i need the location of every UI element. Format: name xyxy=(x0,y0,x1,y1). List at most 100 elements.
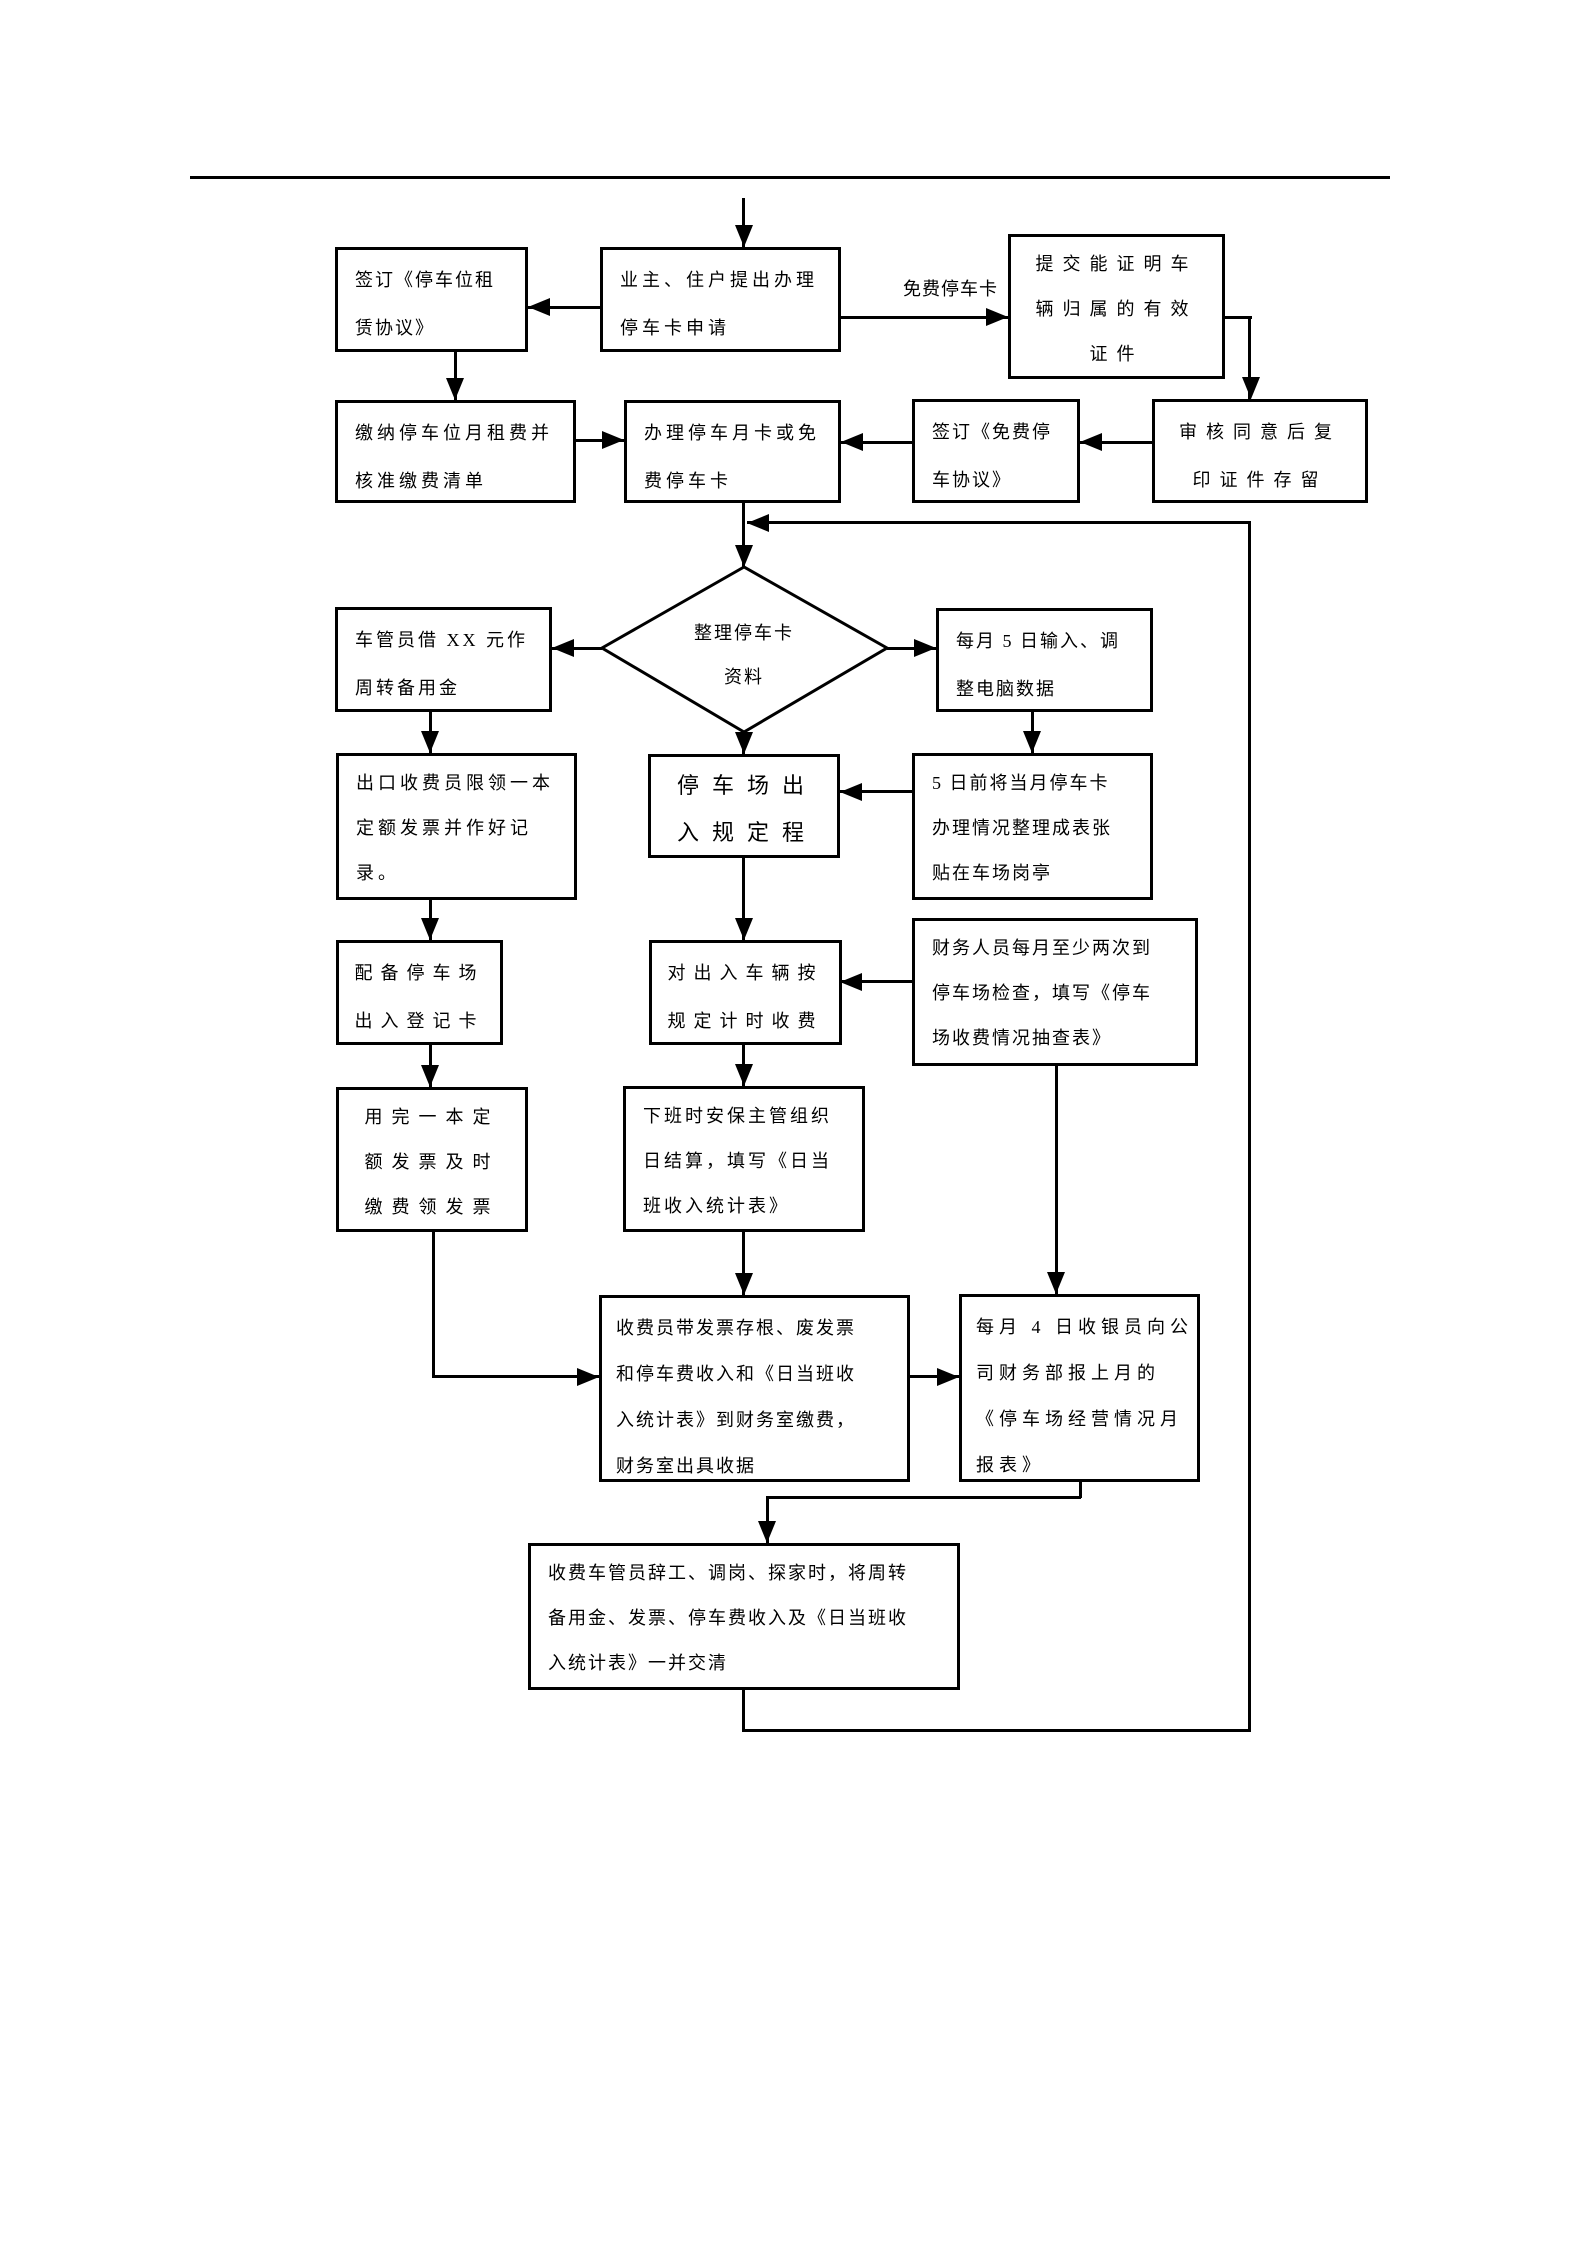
node-inout-rules: 停车场出 入规定程 xyxy=(648,754,840,858)
connector-line xyxy=(552,647,602,650)
node-text-line: 提交能证明车 xyxy=(1035,254,1198,274)
node-handover-on-leave: 收费车管员辞工、调岗、探家时，将周转 备用金、发票、停车费收入及《日当班收 入统… xyxy=(528,1543,960,1690)
node-text-line: 出入登记卡 xyxy=(354,1011,485,1031)
node-text-line: 赁协议》 xyxy=(355,318,435,338)
connector-line xyxy=(840,980,912,983)
node-text-line: 车管员借 XX 元作 xyxy=(355,630,528,650)
node-renew-invoice: 用完一本定 额发票及时 缴费领发票 xyxy=(336,1087,528,1232)
decision-text-line: 资料 xyxy=(724,667,764,687)
connector-line xyxy=(454,352,457,400)
node-text-line: 审核同意后复 xyxy=(1179,422,1341,442)
connector-line xyxy=(742,1232,745,1295)
node-submit-to-finance: 收费员带发票存根、废发票 和停车费收入和《日当班收 入统计表》到财务室缴费， 财… xyxy=(599,1295,910,1482)
decision-diamond xyxy=(599,565,891,734)
node-text-line: 辆归属的有效 xyxy=(1035,299,1198,319)
node-handle-card: 办理停车月卡或免 费停车卡 xyxy=(624,400,841,503)
connector-line xyxy=(432,1232,435,1378)
arrowhead-icon xyxy=(1080,433,1102,451)
node-monthly-input-data: 每月 5 日输入、调 整电脑数据 xyxy=(936,608,1153,712)
node-text-line: 费停车卡 xyxy=(644,471,732,491)
arrowhead-icon xyxy=(577,1368,599,1386)
node-review-and-copy: 审核同意后复 印证件存留 xyxy=(1152,399,1368,503)
node-sign-rental-agreement: 签订《停车位租 赁协议》 xyxy=(335,247,528,352)
node-text-line: 财务人员每月至少两次到 xyxy=(932,938,1152,958)
node-text-line: 额发票及时 xyxy=(364,1152,500,1172)
node-text-line: 入规定程 xyxy=(676,820,817,845)
node-text-line: 周转备用金 xyxy=(355,678,460,698)
feedback-line xyxy=(742,1689,745,1731)
node-text-line: 每月 5 日输入、调 xyxy=(956,631,1120,651)
arrowhead-icon xyxy=(1242,377,1260,399)
node-text-line: 核准缴费清单 xyxy=(355,471,487,491)
arrowhead-icon xyxy=(446,378,464,400)
node-text-line: 签订《免费停 xyxy=(932,422,1052,442)
arrowhead-icon xyxy=(421,731,439,753)
connector-line xyxy=(1079,1482,1082,1498)
connector-line xyxy=(1225,316,1252,319)
arrowhead-icon xyxy=(735,732,753,754)
node-text-line: 签订《停车位租 xyxy=(355,270,495,290)
node-text-line: 场收费情况抽查表》 xyxy=(932,1028,1112,1048)
node-text-line: 停车场检查，填写《停车 xyxy=(932,983,1152,1003)
node-text-line: 停车卡申请 xyxy=(620,318,730,338)
page-top-rule xyxy=(190,176,1390,179)
connector-line xyxy=(432,1375,599,1378)
arrowhead-icon xyxy=(602,431,624,449)
arrowhead-icon xyxy=(840,783,862,801)
arrowhead-icon xyxy=(735,225,753,247)
connector-line xyxy=(742,198,745,247)
node-submit-proof: 提交能证明车 辆归属的有效 证件 xyxy=(1008,234,1225,379)
node-text-line: 缴费领发票 xyxy=(364,1197,500,1217)
node-post-table-before-5th: 5 日前将当月停车卡 办理情况整理成表张 贴在车场岗亭 xyxy=(912,753,1153,900)
node-text-line: 用完一本定 xyxy=(364,1107,500,1127)
node-text-line: 整电脑数据 xyxy=(956,679,1056,699)
node-text-line: 录。 xyxy=(356,863,400,883)
arrowhead-icon xyxy=(986,308,1008,326)
arrowhead-icon xyxy=(735,1273,753,1295)
node-pay-monthly-fee: 缴纳停车位月租费并 核准缴费清单 xyxy=(335,400,576,503)
arrowhead-icon xyxy=(840,973,862,991)
arrowhead-icon xyxy=(735,918,753,940)
node-text-line: 《停车场经营情况月 xyxy=(976,1409,1183,1429)
node-text-line: 定额发票并作好记 xyxy=(356,818,532,838)
arrowhead-icon xyxy=(1023,731,1041,753)
node-text-line: 司财务部报上月的 xyxy=(976,1363,1160,1383)
node-text-line: 证件 xyxy=(1089,344,1144,364)
node-text-line: 财务室出具收据 xyxy=(616,1456,756,1476)
connector-line xyxy=(841,441,912,444)
node-text-line: 收费车管员辞工、调岗、探家时，将周转 xyxy=(548,1563,908,1583)
arrowhead-icon xyxy=(528,298,550,316)
node-text-line: 每月 4 日收银员向公 xyxy=(976,1317,1193,1337)
connector-line xyxy=(742,858,745,940)
connector-line xyxy=(1248,316,1251,401)
node-prepare-register-card: 配备停车场 出入登记卡 xyxy=(336,940,503,1045)
arrowhead-icon xyxy=(914,639,936,657)
arrowhead-icon xyxy=(421,918,439,940)
edge-label-free-parking: 免费停车卡 xyxy=(903,279,998,299)
connector-line xyxy=(528,306,600,309)
arrowhead-icon xyxy=(841,433,863,451)
node-sign-free-agreement: 签订《免费停 车协议》 xyxy=(912,399,1080,503)
node-charge-by-time: 对出入车辆按 规定计时收费 xyxy=(649,940,842,1045)
node-exit-cashier-invoice: 出口收费员限领一本 定额发票并作好记 录。 xyxy=(336,753,577,900)
arrowhead-icon xyxy=(735,545,753,567)
arrowhead-icon xyxy=(735,1064,753,1086)
node-text-line: 停车场出 xyxy=(676,773,817,798)
node-text-line: 5 日前将当月停车卡 xyxy=(932,773,1110,793)
node-text-line: 班收入统计表》 xyxy=(643,1196,790,1216)
node-text-line: 报表》 xyxy=(976,1455,1045,1475)
node-text-line: 对出入车辆按 xyxy=(667,963,824,983)
arrowhead-icon xyxy=(937,1368,959,1386)
node-text-line: 业主、住户提出办理 xyxy=(620,270,818,290)
node-text-line: 贴在车场岗亭 xyxy=(932,863,1052,883)
connector-line xyxy=(766,1496,1081,1499)
connector-line xyxy=(840,790,912,793)
connector-line xyxy=(576,439,624,442)
connector-line xyxy=(910,1375,959,1378)
node-text-line: 印证件存留 xyxy=(1192,470,1328,490)
connector-line xyxy=(841,316,1008,319)
node-text-line: 规定计时收费 xyxy=(667,1011,824,1031)
connector-line xyxy=(766,1496,769,1543)
node-monthly-report: 每月 4 日收银员向公 司财务部报上月的 《停车场经营情况月 报表》 xyxy=(959,1294,1200,1482)
